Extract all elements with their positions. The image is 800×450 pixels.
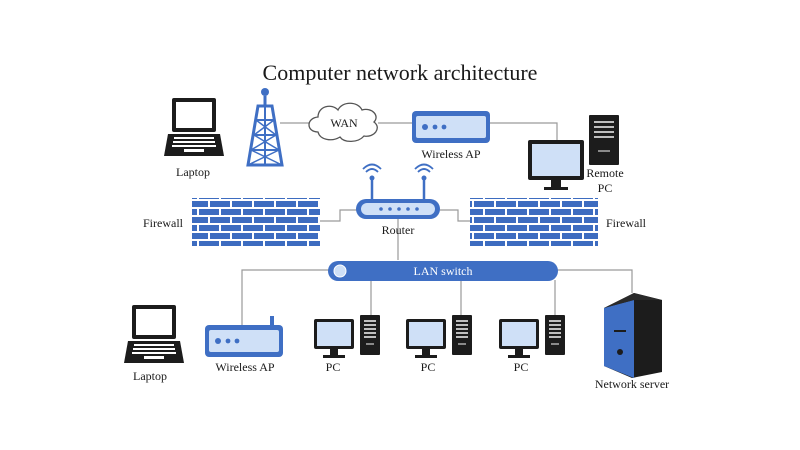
network-server-label: Network server bbox=[595, 377, 669, 391]
server-tower-icon bbox=[604, 293, 662, 378]
wireless-ap-top-node: Wireless AP bbox=[412, 111, 490, 161]
antenna-tower-node bbox=[246, 88, 284, 167]
firewall-right-node: Firewall bbox=[470, 198, 647, 246]
firewall-right-label: Firewall bbox=[606, 216, 647, 230]
switch-icon bbox=[328, 261, 558, 281]
router-icon bbox=[356, 163, 440, 219]
remote-pc-label-line2: PC bbox=[598, 181, 613, 195]
laptop-bottom-node: Laptop bbox=[124, 305, 184, 383]
link-ap-remote-pc bbox=[490, 122, 558, 140]
wireless-ap-bottom-label: Wireless AP bbox=[215, 360, 275, 374]
link-firewall-left-router bbox=[320, 209, 360, 222]
ap-antenna bbox=[270, 316, 274, 328]
link-router-firewall-right bbox=[440, 209, 470, 222]
desktop-pc-icon bbox=[314, 315, 380, 358]
desktop-pc-icon bbox=[406, 315, 472, 358]
router-node: Router bbox=[356, 163, 440, 237]
pc-3-node: PC bbox=[499, 315, 565, 374]
wireless-ap-icon bbox=[412, 111, 490, 143]
remote-pc-node: Remote PC bbox=[528, 115, 624, 195]
desktop-pc-icon bbox=[528, 115, 619, 190]
laptop-icon bbox=[124, 305, 184, 363]
wireless-ap-top-label: Wireless AP bbox=[421, 147, 481, 161]
firewall-icon bbox=[470, 198, 598, 246]
pc-1-label: PC bbox=[326, 360, 341, 374]
laptop-bottom-label: Laptop bbox=[133, 369, 167, 383]
router-label: Router bbox=[382, 223, 415, 237]
wan-node: WAN bbox=[308, 102, 378, 143]
laptop-top-label: Laptop bbox=[176, 165, 210, 179]
firewall-left-label: Firewall bbox=[143, 216, 184, 230]
pc-1-node: PC bbox=[314, 315, 380, 374]
pc-3-label: PC bbox=[514, 360, 529, 374]
wireless-ap-icon bbox=[205, 325, 283, 357]
link-switch-ap bbox=[241, 269, 330, 327]
pc-2-node: PC bbox=[406, 315, 472, 374]
lan-switch-node: LAN switch bbox=[328, 261, 558, 281]
laptop-icon bbox=[164, 98, 224, 156]
remote-pc-label-line1: Remote bbox=[586, 166, 623, 180]
firewall-left-node: Firewall bbox=[143, 198, 320, 246]
wan-label: WAN bbox=[330, 116, 358, 130]
lan-switch-label: LAN switch bbox=[414, 264, 473, 278]
desktop-pc-icon bbox=[499, 315, 565, 358]
link-switch-server bbox=[556, 269, 633, 293]
antenna-tower-icon bbox=[246, 88, 284, 167]
laptop-top-node: Laptop bbox=[164, 98, 224, 179]
pc-2-label: PC bbox=[421, 360, 436, 374]
cloud-icon bbox=[308, 102, 378, 143]
network-server-node: Network server bbox=[595, 293, 669, 391]
firewall-icon bbox=[192, 198, 320, 246]
connection-lines bbox=[241, 122, 633, 327]
page-title: Computer network architecture bbox=[263, 60, 538, 85]
wireless-ap-bottom-node: Wireless AP bbox=[205, 316, 283, 374]
